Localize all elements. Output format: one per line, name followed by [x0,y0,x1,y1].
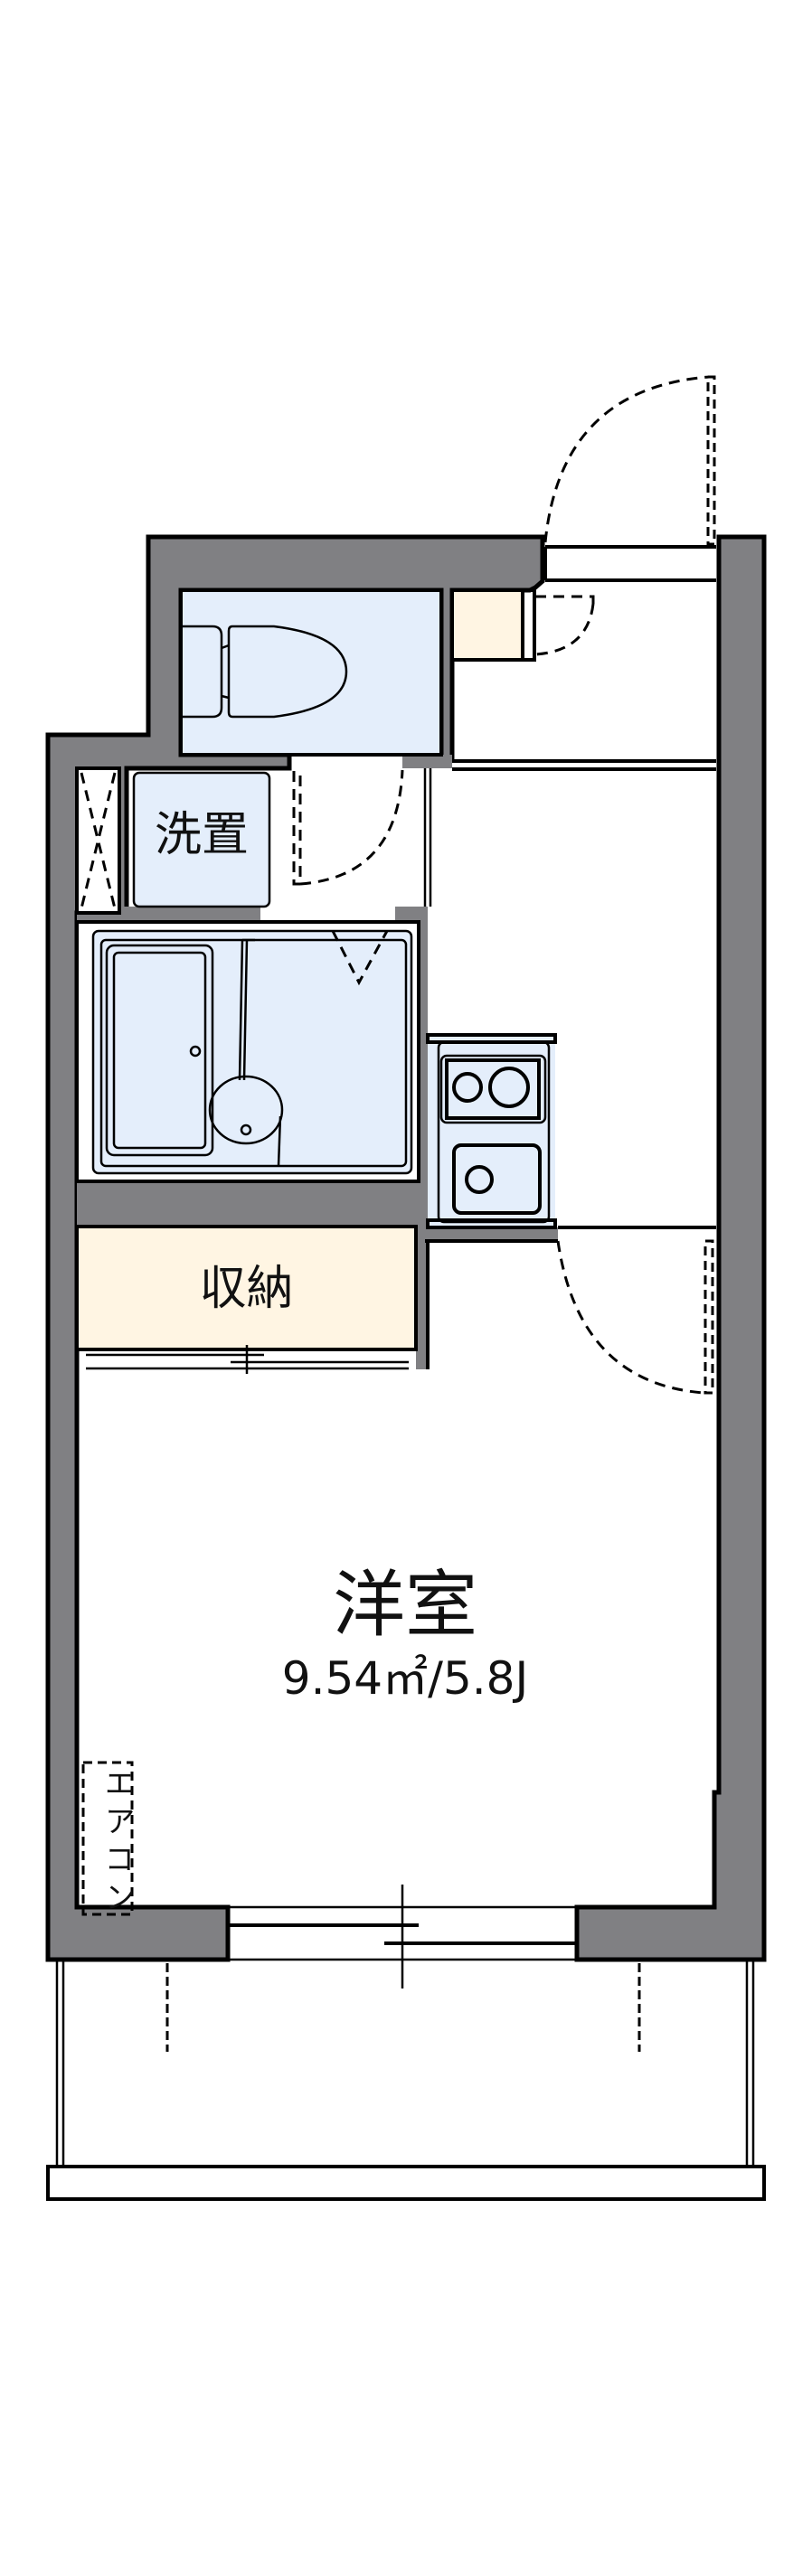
burner-left [452,1072,483,1103]
toilet-room [179,588,443,886]
room-area-label: 9.54㎡/5.8J [281,1652,529,1705]
unit-bath [75,920,420,1183]
balcony [46,1961,766,2201]
washer-space-label: 洗置 [154,808,249,862]
balcony-sill [46,2165,766,2201]
wall-bath-top-left [77,907,260,922]
balcony-window [228,1885,577,1988]
toilet-bowl [227,625,348,719]
storage-label: 収納 [199,1262,294,1316]
wall-toilet-right-stub [402,755,452,768]
kitchen [426,1033,557,1229]
stove [439,1054,547,1124]
kitchen-sink [452,1143,542,1215]
bathtub [105,944,214,1157]
shoe-cabinet [450,588,595,662]
wall-kitchen-room [425,1227,558,1241]
wall-storage-right [416,1227,428,1369]
wall-bath-bottom [77,1181,428,1227]
room-door [556,1226,716,1395]
storage-closet [75,1225,418,1907]
air-conditioner-label: エアコン [99,1767,135,1919]
burner-right [488,1067,530,1108]
interior-walls [77,755,558,1369]
pipe-shaft [75,766,121,915]
wall-right [574,534,767,1962]
wall-bath-right [419,907,428,1241]
wash-basin [208,1075,284,1145]
toilet-tank [181,625,223,719]
entrance-door [543,375,716,582]
room-name-label: 洋室 [333,1563,477,1647]
air-conditioner-box [81,1761,134,1916]
washer-space [132,771,271,908]
